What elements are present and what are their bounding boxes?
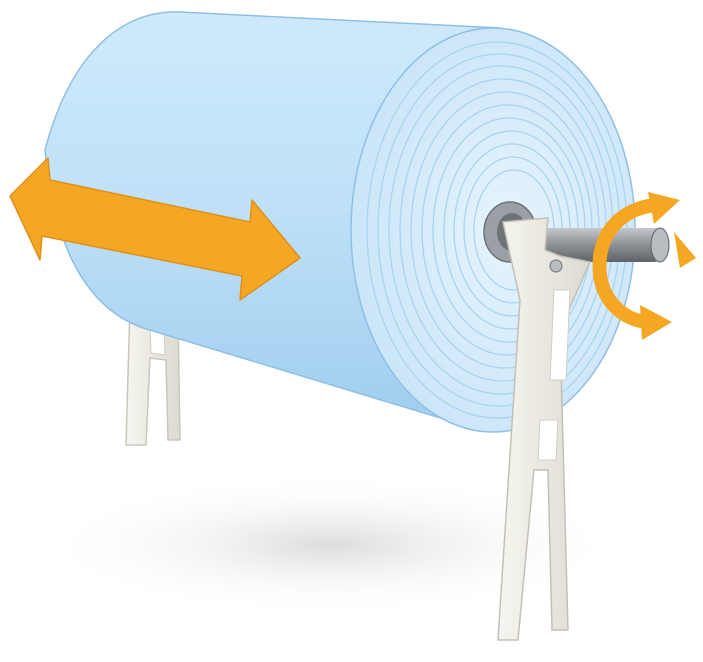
clamp-screw-icon: [550, 260, 562, 272]
floor-shadow: [40, 475, 620, 615]
